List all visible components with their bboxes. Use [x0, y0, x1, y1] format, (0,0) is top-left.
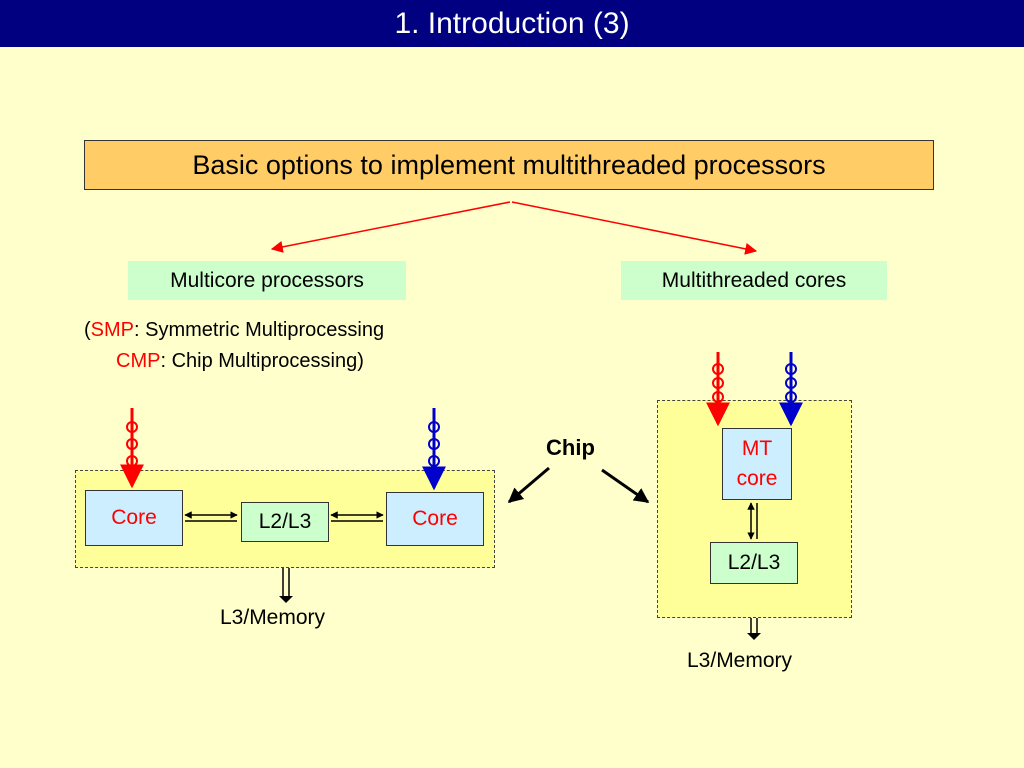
smp-definition: : Symmetric Multiprocessing — [134, 319, 385, 341]
multicore-memory-label: L3/Memory — [220, 606, 326, 629]
mt-memory-arrow — [747, 618, 761, 640]
smp-acronym: SMP — [90, 319, 135, 341]
link-cache-core-right — [330, 511, 384, 522]
split-arrow-left — [270, 201, 511, 253]
cmp-definition: : Chip Multiprocessing — [160, 350, 358, 372]
chip-arrow-right — [601, 468, 650, 504]
multicore-core-left: Core — [85, 490, 183, 546]
thread-arrow-red-left — [120, 408, 144, 489]
multithreaded-option-label: Multithreaded cores — [621, 261, 887, 300]
thread-arrow-blue-right — [422, 408, 446, 491]
chip-label: Chip — [546, 435, 595, 460]
main-topic-box: Basic options to implement multithreaded… — [84, 140, 934, 190]
slide-title: 1. Introduction (3) — [0, 0, 1024, 47]
split-arrow-right — [511, 201, 758, 255]
thread-arrow-red-mt — [706, 352, 730, 427]
chip-arrow-left — [507, 466, 550, 504]
multicore-option-label: Multicore processors — [128, 261, 406, 300]
multicore-memory-arrow — [279, 568, 293, 603]
multicore-cache: L2/L3 — [241, 502, 329, 542]
multicore-core-right: Core — [386, 492, 484, 546]
cmp-line: CMP: Chip Multiprocessing) — [116, 346, 364, 377]
open-paren: ( — [84, 319, 91, 341]
link-core-left-cache — [184, 511, 238, 522]
smp-line: (SMP: Symmetric Multiprocessing — [84, 315, 384, 346]
cmp-acronym: CMP — [116, 350, 161, 372]
mt-core: MT core — [722, 428, 792, 500]
close-paren: ) — [357, 350, 364, 372]
link-mt-core-cache — [747, 502, 758, 540]
mt-cache: L2/L3 — [710, 542, 798, 584]
mt-memory-label: L3/Memory — [687, 649, 793, 672]
thread-arrow-blue-mt — [779, 352, 803, 427]
